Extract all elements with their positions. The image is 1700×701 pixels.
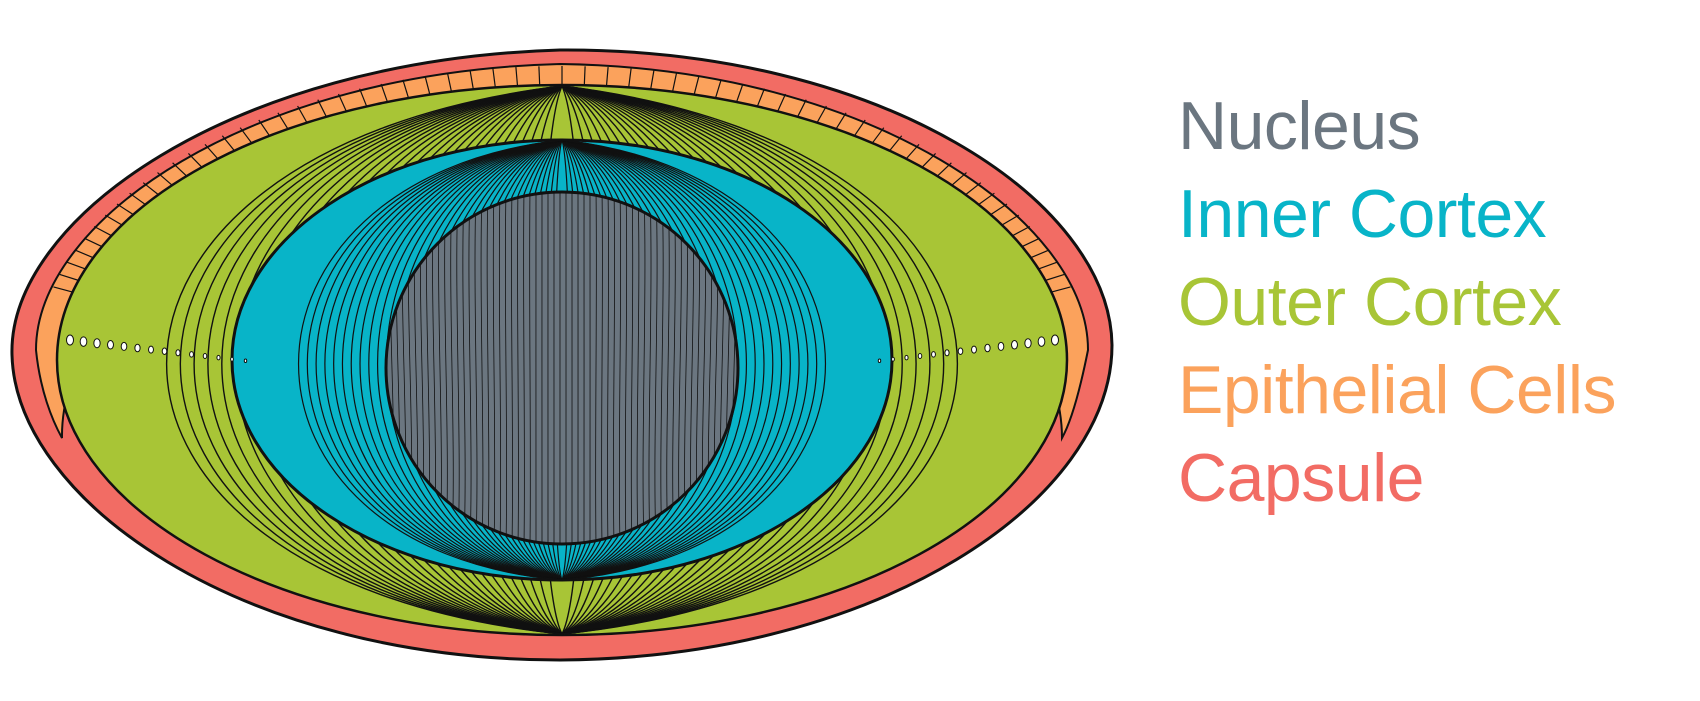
vesicle (175, 349, 181, 357)
legend-outer-cortex: Outer Cortex (1178, 264, 1562, 340)
vesicle (134, 343, 141, 353)
legend-nucleus: Nucleus (1178, 88, 1421, 164)
vesicle (66, 334, 74, 346)
inner-fiber (561, 140, 765, 580)
vesicle (997, 341, 1005, 351)
nucleus-fiber (504, 192, 508, 544)
inner-fiber (561, 140, 791, 580)
inner-fiber (561, 140, 826, 580)
inner-fiber (359, 140, 563, 580)
nucleus-fiber (498, 192, 502, 544)
vesicle (957, 347, 964, 355)
nucleus-fiber (642, 192, 646, 544)
vesicle (243, 358, 248, 364)
nucleus-fiber (535, 192, 537, 544)
legend-capsule: Capsule (1178, 440, 1424, 516)
nucleus-fiber (607, 192, 609, 544)
nucleus-fiber (601, 192, 603, 544)
nucleus-fiber (630, 192, 634, 544)
vesicle (891, 356, 895, 362)
outer-fiber (561, 85, 931, 635)
nucleus-fiber (654, 192, 658, 544)
equatorial-vesicles (66, 334, 1059, 364)
vesicle (93, 338, 101, 349)
inner-fiber (561, 140, 809, 580)
nucleus-fiber (636, 192, 640, 544)
outer-fiber (166, 85, 563, 635)
nucleus-fiber (468, 192, 472, 544)
inner-fiber (324, 140, 563, 580)
nucleus-fiber (492, 192, 496, 544)
outer-fiber (561, 85, 903, 635)
vesicle (971, 345, 977, 354)
legend: Nucleus Inner Cortex Outer Cortex Epithe… (1178, 82, 1616, 522)
outer-fiber (193, 85, 563, 635)
vesicle (189, 351, 194, 358)
nucleus-fiber (529, 192, 531, 544)
inner-fiber (561, 140, 818, 580)
vesicle (120, 341, 128, 351)
vesicle (1024, 338, 1032, 349)
outer-fiber (561, 85, 917, 635)
vesicle (79, 336, 88, 347)
nucleus-fiber (648, 192, 652, 544)
vesicle (1051, 334, 1059, 346)
vesicle (984, 343, 991, 353)
vesicle (107, 340, 114, 350)
inner-fiber (306, 140, 563, 580)
vesicle (877, 358, 882, 364)
inner-fiber (561, 140, 774, 580)
nucleus-fiber (523, 192, 525, 544)
vesicle (148, 345, 154, 354)
inner-fiber (561, 140, 782, 580)
nucleus-fiber (474, 192, 478, 544)
nucleus-fiber (589, 192, 591, 544)
nucleus-fiber (595, 192, 597, 544)
nucleus-fiber (511, 192, 513, 544)
inner-fiber (368, 140, 563, 580)
inner-fiber (298, 140, 563, 580)
outer-fiber (561, 85, 945, 635)
inner-fiber (376, 140, 563, 580)
vesicle (1037, 336, 1046, 347)
inner-fiber (561, 140, 800, 580)
inner-fiber (342, 140, 563, 580)
outer-fiber (221, 85, 563, 635)
nucleus-fiber (462, 192, 466, 544)
inner-fiber (350, 140, 563, 580)
nucleus-fiber (450, 192, 454, 544)
inner-fiber (561, 140, 748, 580)
vesicle (917, 353, 923, 359)
vesicle (944, 349, 950, 357)
vesicle (931, 351, 936, 358)
vesicle (1011, 340, 1018, 350)
nucleus-fiber (612, 192, 616, 544)
outer-fiber (207, 85, 563, 635)
vesicle (904, 354, 909, 361)
legend-epithelial-cells: Epithelial Cells (1178, 352, 1616, 428)
inner-fiber (561, 140, 756, 580)
nucleus-fiber (517, 192, 519, 544)
nucleus-fiber (618, 192, 622, 544)
vesicle (161, 347, 168, 355)
outer-fiber (179, 85, 563, 635)
nucleus-fiber (672, 192, 676, 544)
nucleus-fiber (624, 192, 628, 544)
vesicle (230, 356, 234, 362)
legend-inner-cortex: Inner Cortex (1178, 176, 1547, 252)
outer-fiber (561, 85, 958, 635)
nucleus-fiber (456, 192, 460, 544)
vesicle (202, 353, 208, 359)
nucleus-fiber (486, 192, 490, 544)
lens-diagram (10, 48, 1114, 662)
nucleus-fiber (480, 192, 484, 544)
nucleus-fiber (660, 192, 664, 544)
vesicle (216, 354, 221, 361)
inner-fiber (315, 140, 563, 580)
nucleus-fiber (583, 192, 585, 544)
inner-fiber (333, 140, 563, 580)
nucleus-fiber (666, 192, 670, 544)
